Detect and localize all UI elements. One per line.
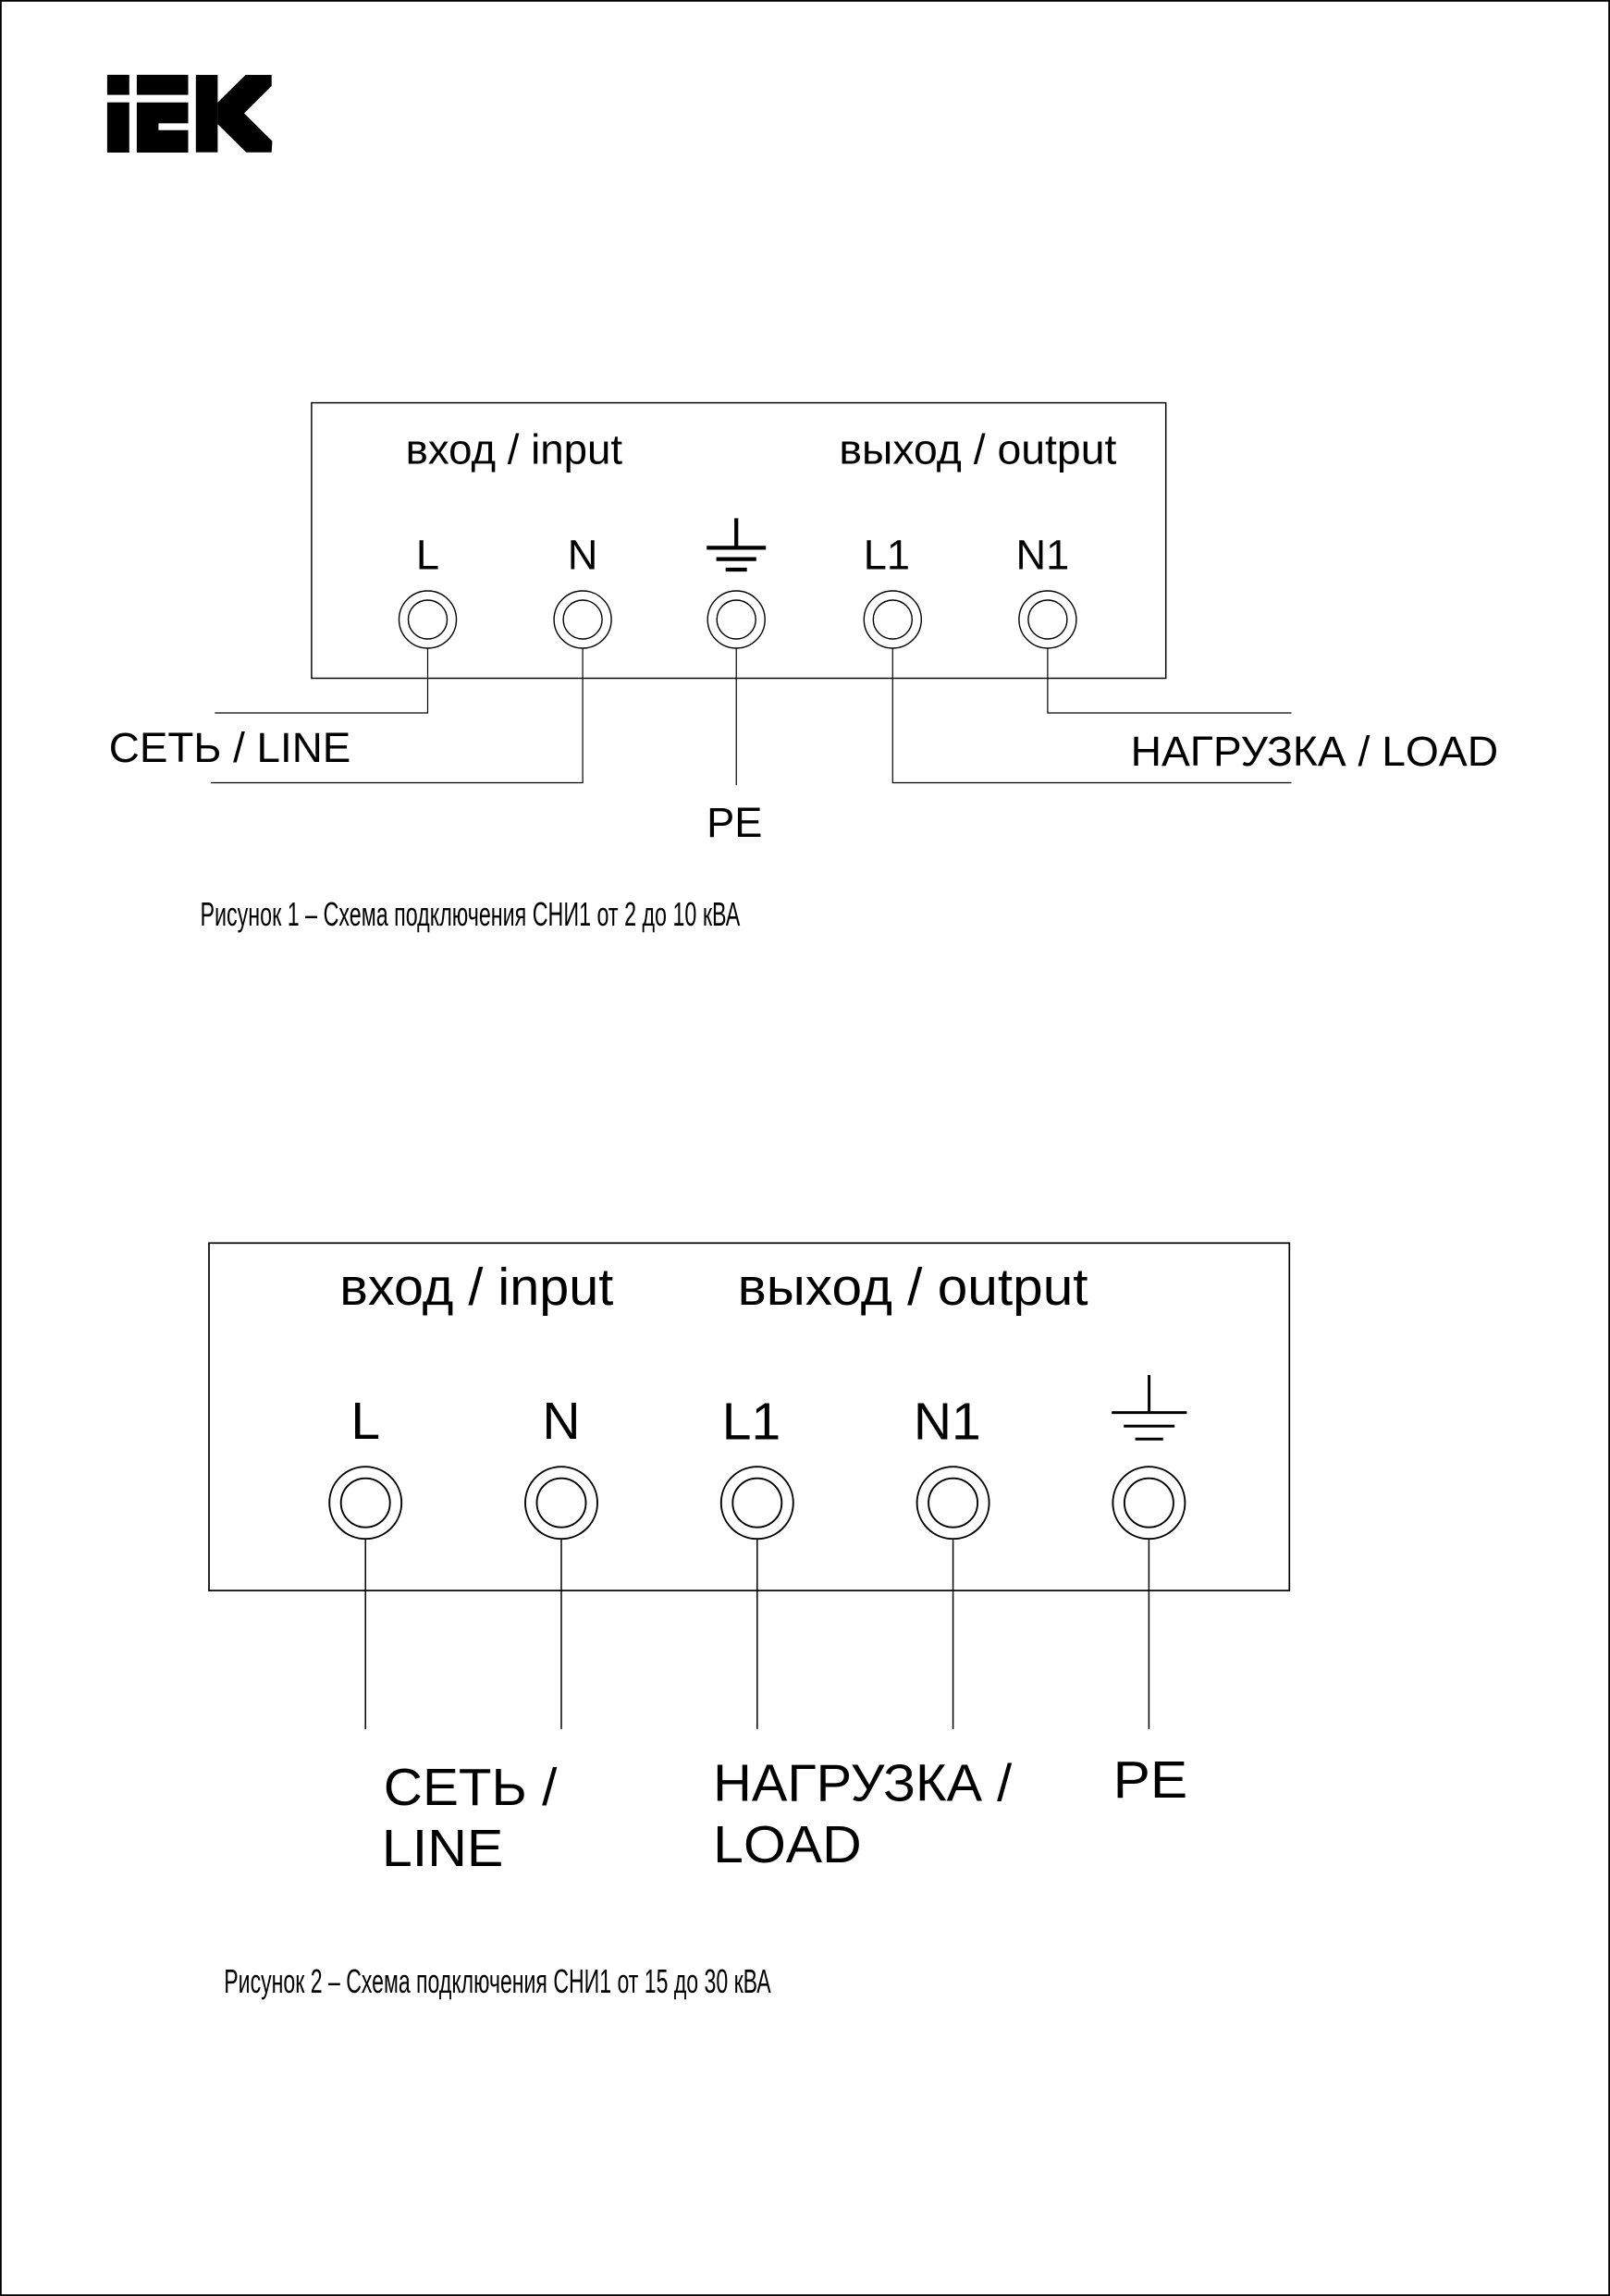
svg-text:СЕТЬ / LINE: СЕТЬ / LINE [109, 724, 351, 771]
svg-text:PE: PE [1113, 1750, 1188, 1810]
svg-text:N: N [568, 532, 598, 579]
svg-text:НАГРУЗКА /: НАГРУЗКА / [713, 1753, 1012, 1812]
svg-text:LINE: LINE [382, 1819, 504, 1878]
svg-text:выход / output: выход / output [839, 426, 1116, 473]
svg-text:вход / input: вход / input [406, 426, 623, 473]
svg-text:НАГРУЗКА / LOAD: НАГРУЗКА / LOAD [1131, 728, 1499, 775]
svg-text:Рисунок 1 – Схема подключения: Рисунок 1 – Схема подключения СНИ1 от 2 … [201, 895, 741, 933]
svg-text:Рисунок 2 – Схема подключения: Рисунок 2 – Схема подключения СНИ1 от 15… [224, 1962, 770, 2000]
svg-text:выход / output: выход / output [738, 1258, 1088, 1317]
svg-text:вход / input: вход / input [339, 1258, 613, 1317]
svg-text:L1: L1 [722, 1392, 780, 1451]
svg-text:LOAD: LOAD [713, 1815, 862, 1874]
svg-text:PE: PE [707, 799, 762, 846]
svg-text:СЕТЬ /: СЕТЬ / [384, 1758, 558, 1817]
svg-text:L1: L1 [864, 532, 910, 579]
svg-text:L: L [350, 1392, 380, 1451]
svg-text:L: L [416, 532, 439, 579]
svg-text:N: N [542, 1392, 580, 1451]
svg-text:N1: N1 [914, 1392, 981, 1451]
svg-text:N1: N1 [1016, 532, 1070, 579]
